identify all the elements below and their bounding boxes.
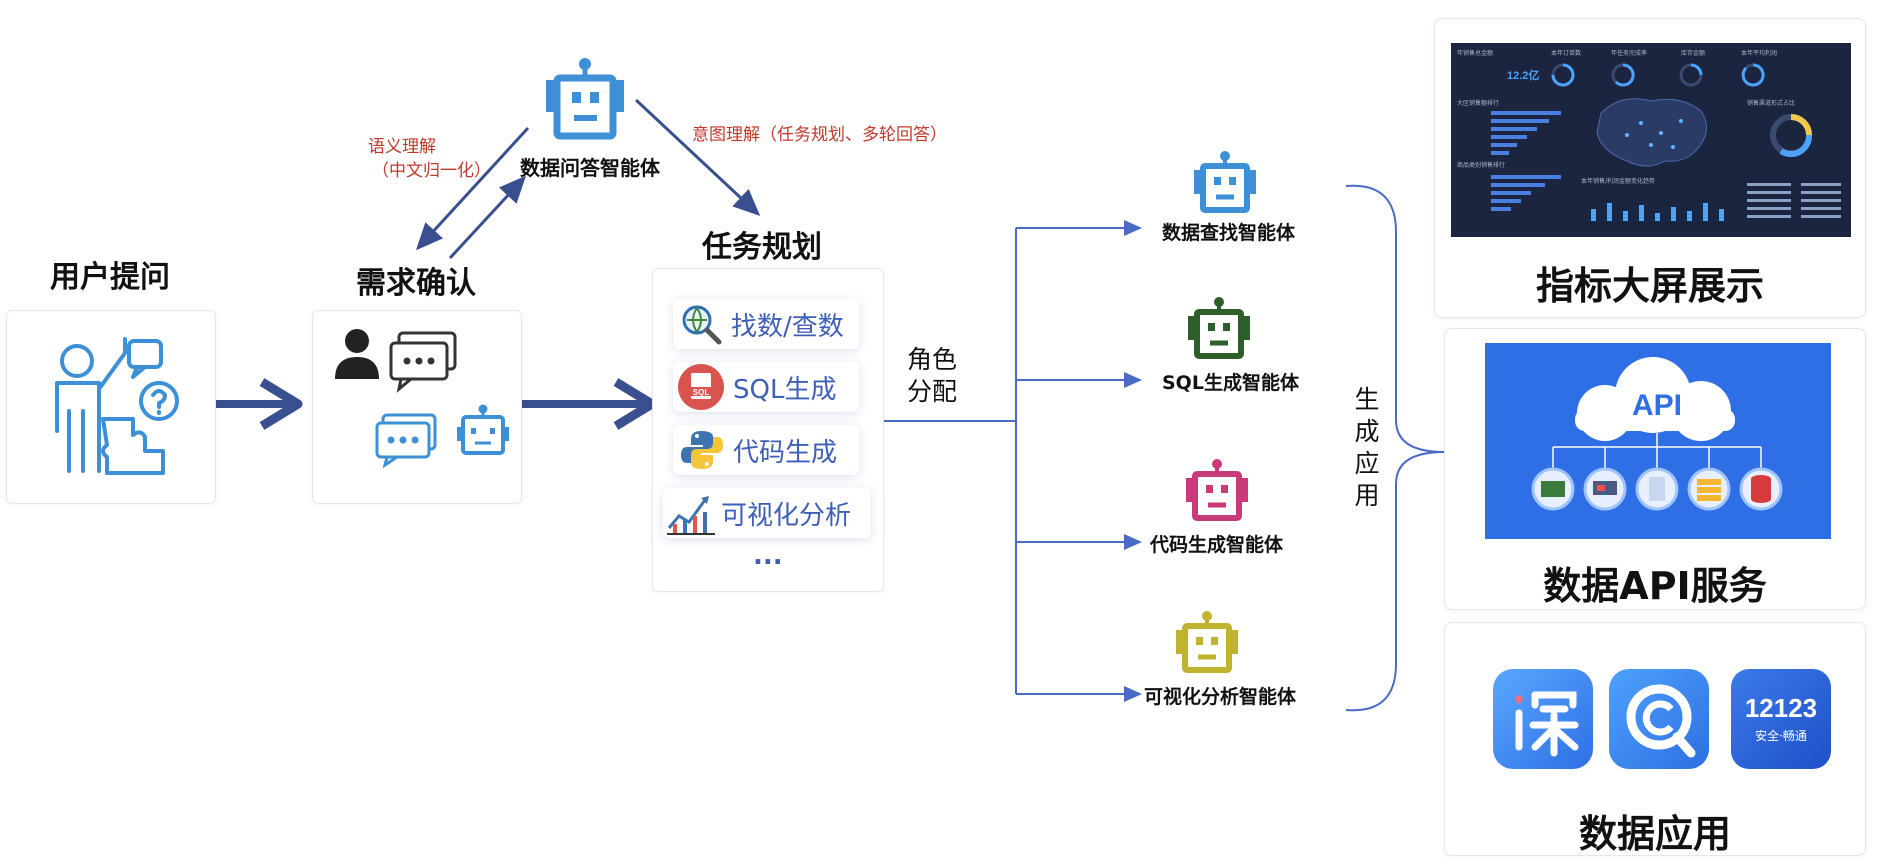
big-arrow-2 [522,378,657,430]
dash-label-3: 年任务完成率 [1611,49,1647,57]
big-arrow-1 [216,378,303,430]
role-assign-tree [876,220,1142,702]
qa-agent-label: 数据问答智能体 [520,156,660,180]
role-assign-label: 角色 分配 [906,345,957,406]
shen-glyph-icon [1515,691,1579,757]
task-find-data: 找数/查数 [673,299,859,349]
dash-label-4: 库存金额 [1681,49,1705,57]
api-endpoint-icons [1531,467,1783,511]
svg-text:SQL: SQL [693,388,710,397]
dash-panel-title-2: 商品类别销售排行 [1457,161,1505,169]
chart-icon [667,496,715,535]
sql-file-icon: SQL [678,364,724,410]
dash-label-2: 本年订单数 [1551,49,1581,57]
dash-label-5: 本年平均利润 [1741,49,1777,57]
task-more-ellipsis: ... [753,541,783,571]
robot-sql-icon [1188,297,1250,359]
data-apps-title: 数据应用 [1578,812,1731,856]
app-icon-shen[interactable] [1493,669,1593,769]
agent-label-sql: SQL生成智能体 [1162,372,1299,394]
note-intent: 意图理解（任务规划、多轮回答） [692,125,947,145]
requirement-confirm-card [312,310,522,504]
agent-label-find: 数据查找智能体 [1162,222,1296,244]
user-question-card [6,310,216,504]
note-semantic-sub: （中文归一化） [372,161,491,181]
agent-label-code: 代码生成智能体 [1150,534,1284,556]
note-semantic: 语义理解 [368,137,436,157]
task-sql-generate: SQL SQL生成 [673,362,859,412]
task-planning-card: 找数/查数 SQL SQL生成 代码生成 可视化分析 ... [652,268,884,592]
api-card: API 数据API服务 [1444,328,1866,610]
app-12123-number: 12123 [1744,693,1818,723]
app-12123-sub: 安全·畅通 [1755,729,1807,743]
stage-title-user-question: 用户提问 [50,260,170,295]
user-question-icon [55,337,179,475]
qa-robot-icon [546,58,624,140]
stage-title-task-planning: 任务规划 [702,230,822,265]
task-label: 可视化分析 [721,500,852,531]
cloud-icon [1575,357,1735,441]
task-visual-analysis: 可视化分析 [663,488,871,538]
robot-visual-icon [1176,611,1238,673]
magnifier-globe-icon [682,305,722,345]
data-apps-card: 12123 安全·畅通 数据应用 [1444,622,1866,856]
api-illustration: API [1485,343,1831,539]
dash-panel-title-4: 销售渠道形式占比 [1747,99,1795,107]
dash-big-stat: 12.2亿 [1507,68,1539,82]
robot-find-icon [1194,151,1256,213]
arrow-qa-to-confirm [415,126,530,251]
dialog-illustration [335,329,509,469]
app-icon-12123[interactable]: 12123 安全·畅通 [1731,669,1831,769]
task-code-generate: 代码生成 [673,425,859,475]
robot-small-icon [457,404,509,455]
chat-bubble-icon [389,331,457,393]
chat-bubble-blue-icon [375,413,437,469]
robot-code-icon [1186,459,1248,521]
task-label: 找数/查数 [731,311,844,342]
api-title: 数据API服务 [1543,564,1767,608]
agent-label-visual: 可视化分析智能体 [1144,686,1297,708]
generate-app-label: 生 成 应 用 [1354,385,1380,510]
dashboard-screenshot: 年销售总金额 本年订单数 年任务完成率 库存金额 本年平均利润 12.2亿 大区… [1451,43,1851,237]
arrow-qa-to-planning [634,98,761,217]
api-badge-text: API [1632,389,1682,422]
dash-panel-title-3: 本年销售/利润金额变化趋势 [1581,177,1655,185]
stage-title-requirement-confirm: 需求确认 [356,266,476,301]
arrow-confirm-to-qa [448,175,527,260]
dash-label-1: 年销售总金额 [1457,49,1493,57]
person-icon [335,329,379,379]
task-label: SQL生成 [733,374,837,405]
dashboard-title: 指标大屏展示 [1535,264,1764,308]
dash-panel-title-1: 大区销售额排行 [1457,99,1499,107]
task-label: 代码生成 [733,437,838,468]
dashboard-card: 年销售总金额 本年订单数 年任务完成率 库存金额 本年平均利润 12.2亿 大区… [1434,18,1866,318]
search-c-icon [1626,684,1696,758]
python-icon [681,431,723,469]
app-icon-search[interactable] [1609,669,1709,769]
